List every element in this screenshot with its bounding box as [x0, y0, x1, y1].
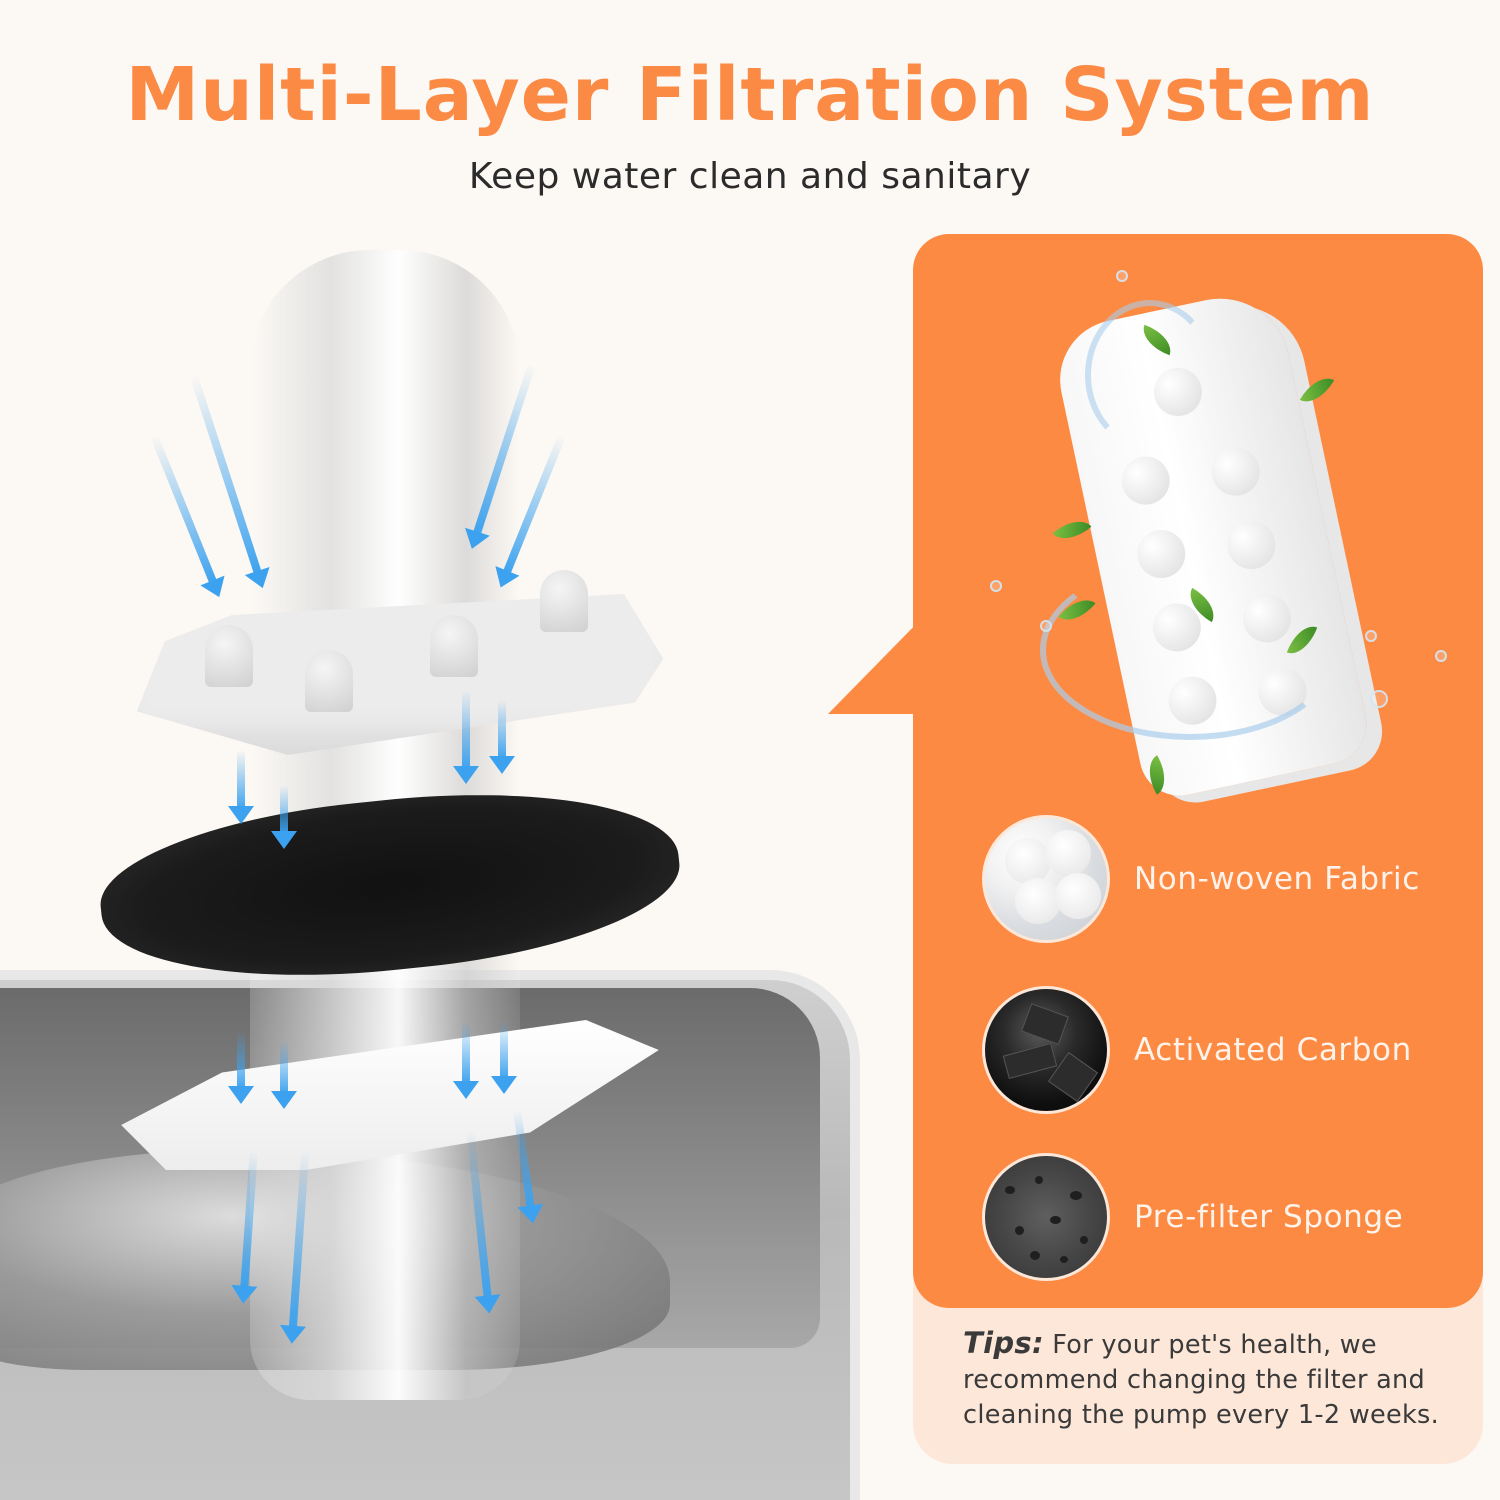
page-subtitle: Keep water clean and sanitary: [468, 156, 1032, 197]
feature-pre-filter-sponge: Pre-filter Sponge: [982, 1152, 1462, 1282]
feature-non-woven-fabric: Non-woven Fabric: [982, 814, 1462, 944]
water-drop-icon: [1365, 630, 1377, 642]
carbon-icon: [982, 986, 1110, 1114]
sponge-bump: [305, 650, 353, 712]
feature-label: Pre-filter Sponge: [1134, 1199, 1404, 1235]
tips-text-block: Tips: For your pet's health, we recommen…: [963, 1326, 1473, 1433]
sponge-bump: [205, 625, 253, 687]
flow-arrow-icon: [271, 785, 297, 849]
flow-arrow-icon: [271, 1040, 297, 1109]
water-splash: [1085, 300, 1215, 450]
flow-arrow-icon: [150, 434, 218, 586]
flow-arrow-icon: [453, 690, 479, 784]
feature-activated-carbon: Activated Carbon: [982, 985, 1462, 1115]
sponge-bump: [430, 615, 478, 677]
sponge-icon: [982, 1153, 1110, 1281]
flow-arrow-icon: [228, 750, 254, 824]
pre-filter-sponge-layer: [136, 594, 664, 755]
tips-body: For your pet's health, we recommend chan…: [963, 1330, 1440, 1430]
flow-arrow-icon: [489, 700, 515, 774]
sponge-bump: [540, 570, 588, 632]
feature-label: Non-woven Fabric: [1134, 861, 1420, 897]
cotton-icon: [982, 815, 1110, 943]
water-drop-icon: [990, 580, 1002, 592]
water-drop-icon: [1435, 650, 1447, 662]
tips-label: Tips:: [963, 1326, 1044, 1360]
flow-arrow-icon: [453, 1020, 479, 1099]
page-title: Multi-Layer Filtration System: [125, 52, 1375, 138]
water-drop-icon: [1116, 270, 1128, 282]
water-splash: [1040, 560, 1340, 740]
activated-carbon-layer: [92, 770, 688, 1000]
filtration-illustration: [0, 230, 900, 1500]
water-drop-icon: [1040, 620, 1052, 632]
water-drop-icon: [1370, 690, 1388, 708]
flow-arrow-icon: [228, 1030, 254, 1104]
feature-label: Activated Carbon: [1134, 1032, 1412, 1068]
flow-arrow-icon: [491, 1020, 517, 1094]
